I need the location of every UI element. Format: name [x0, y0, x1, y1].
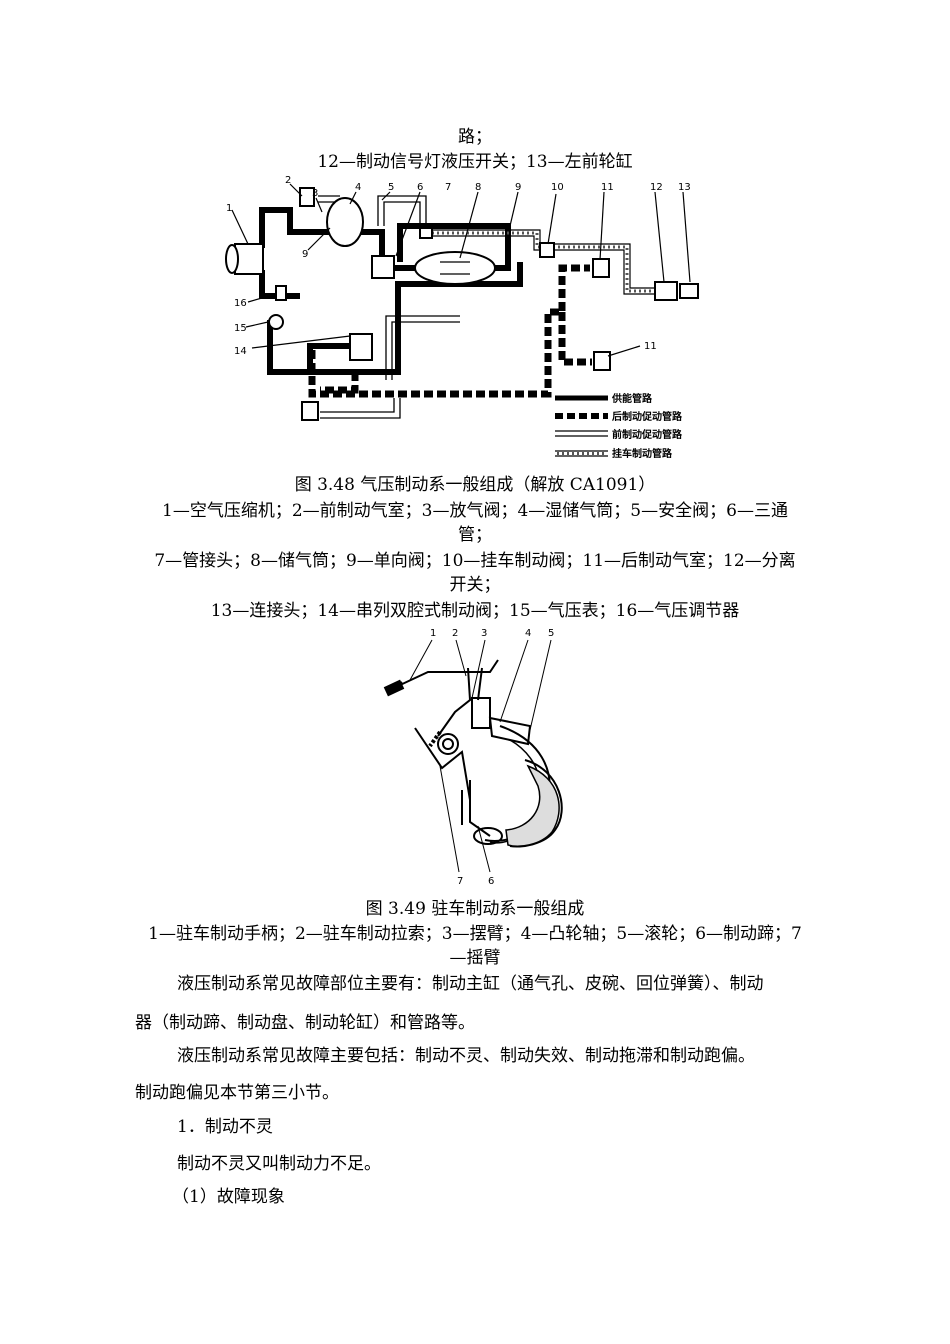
section-heading: 1．制动不灵: [177, 1117, 273, 1137]
callout-11b: 11: [644, 341, 657, 352]
figure-3-48-legend-line: 开关；: [449, 575, 501, 595]
callout-14: 14: [234, 346, 247, 357]
legend-rear: 后制动促动管路: [612, 410, 683, 423]
legend-trailer: 挂车制动管路: [612, 447, 673, 460]
figure-3-48-legend-line: 13—连接头；14—串列双腔式制动阀；15—气压表；16—气压调节器: [210, 601, 740, 621]
callout-1: 1: [226, 203, 232, 214]
callout-4: 4: [355, 182, 361, 193]
callout-6: 6: [417, 182, 423, 193]
callout-7: 7: [457, 876, 463, 887]
body-paragraph: 制动不灵又叫制动力不足。: [177, 1154, 381, 1174]
body-paragraph: 器（制动蹄、制动盘、制动轮缸）和管路等。: [135, 1013, 475, 1033]
callout-5: 5: [388, 182, 394, 193]
figure-3-48-diagram: 1 2 3 4 5 6 7 8 9 9 10 11 11 12 13 14 15…: [225, 175, 699, 460]
callout-15: 15: [234, 323, 247, 334]
callout-5: 5: [548, 628, 554, 639]
callout-16: 16: [234, 298, 247, 309]
callout-2: 2: [452, 628, 458, 639]
callout-10: 10: [551, 182, 564, 193]
callout-11: 11: [601, 182, 614, 193]
callout-7: 7: [445, 182, 451, 193]
figure-3-48-legend-line: 1—空气压缩机；2—前制动气室；3—放气阀；4—湿储气筒；5—安全阀；6—三通: [162, 501, 788, 521]
figure-3-48-legend-line: 7—管接头；8—储气筒；9—单向阀；10—挂车制动阀；11—后制动气室；12—分…: [154, 551, 796, 571]
body-paragraph: 液压制动系常见故障主要包括：制动不灵、制动失效、制动拖滞和制动跑偏。: [177, 1046, 755, 1066]
callout-1: 1: [430, 628, 436, 639]
diagram-legend: 供能管路 后制动促动管路 前制动促动管路 挂车制动管路: [555, 392, 683, 460]
figure-3-49-caption: 图 3.49 驻车制动系一般组成: [365, 899, 585, 919]
callout-3: 3: [312, 188, 318, 199]
callout-3: 3: [481, 628, 487, 639]
figure-3-49-legend-line: 1—驻车制动手柄；2—驻车制动拉索；3—摆臂；4—凸轮轴；5—滚轮；6—制动蹄；…: [148, 924, 802, 944]
body-paragraph: 制动跑偏见本节第三小节。: [135, 1083, 339, 1103]
callout-4: 4: [525, 628, 531, 639]
callout-2: 2: [285, 175, 291, 186]
figure-3-49-legend-line: —摇臂: [449, 948, 501, 968]
caption-continuation: 路；: [458, 127, 492, 147]
callout-6: 6: [488, 876, 494, 887]
figure-3-48-caption: 图 3.48 气压制动系一般组成（解放 CA1091）: [294, 475, 656, 495]
figure-3-49-diagram: 1 2 3 4 5 7 6: [383, 628, 563, 887]
caption-legend-line: 12—制动信号灯液压开关；13—左前轮缸: [317, 152, 633, 172]
callout-8: 8: [475, 182, 481, 193]
callout-12: 12: [650, 182, 663, 193]
subsection-heading: （1）故障现象: [172, 1187, 285, 1207]
legend-front: 前制动促动管路: [612, 428, 683, 441]
figure-3-48-legend-line: 管；: [458, 525, 492, 545]
body-paragraph: 液压制动系常见故障部位主要有：制动主缸（通气孔、皮碗、回位弹簧）、制动: [177, 974, 764, 994]
legend-supply: 供能管路: [611, 392, 653, 405]
callout-13: 13: [678, 182, 691, 193]
callout-9b: 9: [302, 249, 308, 260]
callout-9: 9: [515, 182, 521, 193]
